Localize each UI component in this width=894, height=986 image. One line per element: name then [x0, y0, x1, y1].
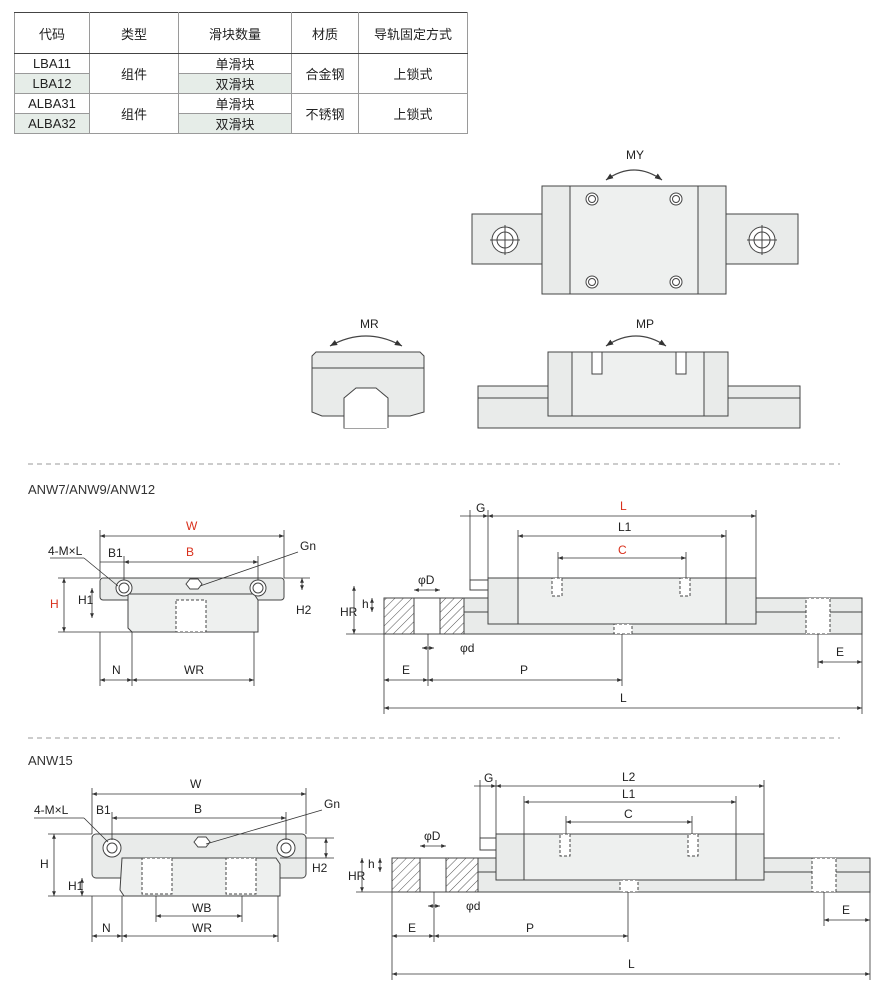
s1-hr-label: HR [340, 605, 358, 619]
mp-arrow [605, 335, 667, 347]
section1-front-view [99, 577, 285, 633]
s1-m-label: 4-M×L [48, 544, 83, 558]
s2-l2-label: L2 [622, 770, 636, 784]
table-row: LBA11 组件 单滑块 合金钢 上锁式 [14, 53, 468, 94]
s2-h1-label: H1 [68, 879, 84, 893]
section2-front-view [91, 833, 307, 897]
s1-l-bottom-label: L [620, 691, 627, 705]
s1-l1-label: L1 [618, 520, 632, 534]
s2-wr-label: WR [192, 921, 212, 935]
slider-count-cell: 单滑块 [178, 93, 292, 114]
front-view-mr [311, 351, 425, 429]
s1-h-small-label: h [362, 597, 369, 611]
s2-l-bottom-label: L [628, 957, 635, 971]
s1-gn-label: Gn [300, 539, 316, 553]
s2-e-right-label: E [842, 903, 850, 917]
header-fixing: 导轨固定方式 [358, 12, 468, 54]
s2-w-label: W [190, 777, 202, 791]
s2-b1-label: B1 [96, 803, 111, 817]
s2-h2-label: H2 [312, 861, 328, 875]
s2-l1-label: L1 [622, 787, 636, 801]
section1-side-view [383, 577, 863, 635]
table-row: ALBA32 双滑块 [14, 113, 468, 134]
section2-side-view [391, 833, 871, 893]
s2-phi-d-small-label: φd [466, 899, 480, 913]
s1-w-label: W [186, 519, 198, 533]
header-code: 代码 [14, 12, 90, 54]
section-label-anw7-9-12: ANW7/ANW9/ANW12 [28, 482, 156, 497]
s2-g-label: G [484, 771, 493, 785]
screw-right [675, 351, 687, 375]
top-view [471, 185, 799, 295]
section1-front-dims [50, 530, 310, 686]
s2-h-label: H [40, 857, 49, 871]
s1-c-label: C [618, 543, 627, 557]
s2-h-small-label: h [368, 857, 375, 871]
header-material: 材质 [291, 12, 359, 54]
s1-n-label: N [112, 663, 121, 677]
s1-b1-label: B1 [108, 546, 123, 560]
slider-count-cell: 双滑块 [178, 73, 292, 94]
s2-m-label: 4-M×L [34, 803, 69, 817]
my-label: MY [626, 148, 644, 162]
rail-front-profile [343, 387, 389, 428]
rail-hole-left [490, 225, 520, 255]
fixing-cell: 上锁式 [358, 93, 468, 134]
s2-hr-label: HR [348, 869, 366, 883]
s2-c-label: C [624, 807, 633, 821]
s2-gn-label: Gn [324, 797, 340, 811]
s1-p-label: P [520, 663, 528, 677]
s1-phi-d-small-label: φd [460, 641, 474, 655]
code-cell: ALBA32 [14, 113, 90, 134]
s2-wb-label: WB [192, 901, 211, 915]
s1-h2-label: H2 [296, 603, 312, 617]
screw-left [591, 351, 603, 375]
s1-l-top-label: L [620, 499, 627, 513]
table-header-row: 代码 类型 滑块数量 材质 导轨固定方式 [14, 12, 468, 54]
type-cell: 组件 [89, 93, 179, 134]
s2-b-label: B [194, 802, 202, 816]
material-cell: 不锈钢 [291, 93, 359, 134]
s2-p-label: P [526, 921, 534, 935]
s1-phi-d-big-label: φD [418, 573, 435, 587]
header-type: 类型 [89, 12, 179, 54]
section1-side-dims [346, 510, 863, 714]
mr-arrow [329, 335, 403, 347]
code-cell: LBA12 [14, 73, 90, 94]
s1-h-label: H [50, 597, 59, 611]
s1-h1-label: H1 [78, 593, 94, 607]
s1-e-left-label: E [402, 663, 410, 677]
slider-count-cell: 双滑块 [178, 113, 292, 134]
slider-count-cell: 单滑块 [178, 53, 292, 74]
my-arrow [605, 169, 663, 181]
fixing-cell: 上锁式 [358, 53, 468, 94]
side-view-mp [477, 351, 801, 429]
s1-e-right-label: E [836, 645, 844, 659]
spec-table: 代码 类型 滑块数量 材质 导轨固定方式 LBA11 组件 单滑块 合金钢 上锁… [14, 12, 468, 134]
s2-n-label: N [102, 921, 111, 935]
table-row: ALBA31 组件 单滑块 不锈钢 上锁式 [14, 93, 468, 134]
block-screw-holes [585, 192, 683, 289]
mr-label: MR [360, 317, 379, 331]
rail-hole-right [747, 225, 777, 255]
section-label-anw15: ANW15 [28, 753, 73, 768]
table-row: LBA12 双滑块 [14, 73, 468, 94]
s2-phi-d-big-label: φD [424, 829, 441, 843]
s1-wr-label: WR [184, 663, 204, 677]
header-slider-count: 滑块数量 [178, 12, 292, 54]
section2-side-dims [356, 780, 871, 980]
s2-e-left-label: E [408, 921, 416, 935]
mp-label: MP [636, 317, 654, 331]
section2-front-dims [34, 788, 334, 942]
s1-b-label: B [186, 545, 194, 559]
s1-g-label: G [476, 501, 485, 515]
